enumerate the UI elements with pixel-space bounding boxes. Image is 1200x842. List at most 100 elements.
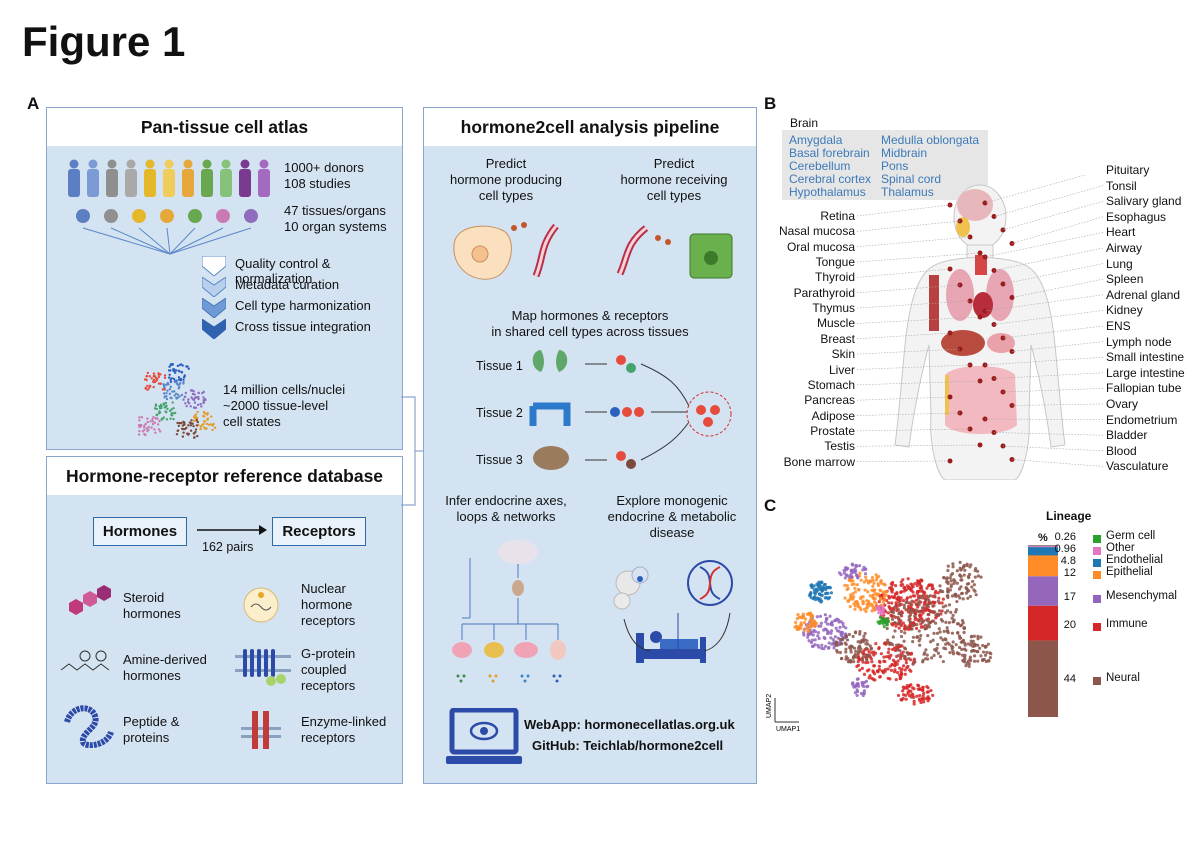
github-link[interactable]: GitHub: Teichlab/hormone2cell: [532, 738, 724, 753]
tissue-label-esophagus: Esophagus: [1106, 209, 1167, 224]
tissue-label-liver: Liver: [828, 362, 855, 377]
map-text-1: Map hormones & receptors: [511, 308, 669, 323]
predict-receiving-1: Predict: [653, 156, 695, 171]
explore-text-3: disease: [649, 525, 695, 540]
brain-regions-box: Amygdala Basal forebrain Cerebellum Cere…: [782, 130, 988, 200]
gpcr-label: G-protein coupled receptors: [301, 646, 355, 694]
lineage-value-label: 20: [1063, 619, 1076, 631]
explore-text-2: endocrine & metabolic: [607, 509, 737, 524]
tissue-label-skin: Skin: [831, 347, 855, 362]
nuclear-label-2: hormone: [301, 597, 353, 612]
peptide-icon: [64, 705, 114, 748]
step-chevron-2: [202, 277, 226, 297]
webapp-link[interactable]: WebApp: hormonecellatlas.org.uk: [524, 717, 735, 732]
database-box: Hormone-receptor reference database Horm…: [46, 456, 403, 784]
lineage-legend-label: Endothelial: [1106, 554, 1163, 566]
converging-lines: [82, 227, 252, 255]
tissue-2-label: Tissue 2: [476, 406, 523, 420]
lineage-swatch: [1093, 623, 1101, 631]
tissue-label-muscle: Muscle: [816, 316, 855, 331]
nuclear-label: Nuclear hormone receptors: [301, 581, 355, 629]
brain-region: Spinal cord: [881, 172, 942, 186]
umap-y-label: UMAP2: [766, 694, 773, 718]
receptors-pill: Receptors: [272, 517, 366, 546]
lineage-segment-epithelial: [1028, 555, 1058, 577]
lineage-value-label: 44: [1063, 673, 1076, 685]
database-title: Hormone-receptor reference database: [47, 457, 402, 495]
brain-region: Cerebral cortex: [789, 172, 872, 186]
tissue-label-salivary-gland: Salivary gland: [1106, 194, 1182, 209]
explore-text: Explore monogenic endocrine & metabolic …: [590, 493, 754, 541]
tissue-3-label: Tissue 3: [476, 453, 523, 467]
tissue-label-oral-mucosa: Oral mucosa: [786, 239, 855, 254]
tissue-label-adrenal-gland: Adrenal gland: [1106, 287, 1181, 302]
enzyme-label-1: Enzyme-linked: [301, 714, 387, 729]
tissue-label-testis: Testis: [824, 439, 855, 454]
lineage-swatch: [1093, 535, 1101, 543]
predict-receiving-3: cell types: [646, 188, 702, 203]
lineage-legend-label: Immune: [1106, 618, 1148, 630]
donor-stats: 1000+ donors 108 studies: [284, 160, 364, 192]
tissue-label-pituitary: Pituitary: [1106, 163, 1150, 177]
brain-region: Thalamus: [881, 185, 934, 199]
brain-region: Amygdala: [789, 133, 843, 147]
stat-states-2: cell states: [223, 414, 281, 429]
brain-region: Medulla oblongata: [881, 133, 980, 147]
lineage-legend-label: Epithelial: [1106, 566, 1153, 578]
amine-label: Amine-derived hormones: [123, 652, 207, 684]
tissue-label-ovary: Ovary: [1106, 397, 1139, 411]
organ-icons: [76, 209, 258, 223]
steroid-icon: [69, 585, 111, 615]
hormones-pill: Hormones: [93, 517, 187, 546]
stat-cells: 14 million cells/nuclei: [223, 382, 346, 397]
tissue-label-nasal-mucosa: Nasal mucosa: [778, 224, 855, 239]
umap-x-label: UMAP1: [776, 726, 800, 733]
tissue-mapping-graphic: [529, 350, 732, 470]
peptide-label: Peptide & proteins: [123, 714, 179, 746]
stat-studies: 108 studies: [284, 176, 351, 191]
laptop-icon: [446, 708, 522, 764]
lineage-swatch: [1093, 677, 1101, 685]
tissue-label-parathyroid: Parathyroid: [793, 285, 855, 300]
tissue-label-fallopian-tube: Fallopian tube: [1106, 381, 1182, 396]
lineage-value-label: 17: [1063, 591, 1076, 603]
lineage-segment-germ-cell: [1028, 545, 1058, 546]
pairs-count: 162 pairs: [202, 540, 254, 554]
lineage-legend-label: Mesenchymal: [1106, 590, 1177, 602]
tissue-label-bladder: Bladder: [1106, 428, 1148, 443]
mini-umap-icon: [137, 362, 217, 439]
gpcr-label-2: coupled: [301, 662, 347, 677]
stat-tissues: 47 tissues/organs: [284, 203, 386, 218]
predict-receiving: Predict hormone receiving cell types: [594, 156, 754, 204]
stat-states-1: ~2000 tissue-level: [223, 398, 329, 413]
lineage-segment-immune: [1028, 605, 1058, 641]
lineage-ylabel: %: [1038, 532, 1048, 544]
tissue-label-stomach: Stomach: [807, 377, 855, 392]
producing-cell-icon: [453, 222, 559, 280]
step-chevron-4: [202, 319, 226, 339]
lineage-swatch: [1093, 595, 1101, 603]
atlas-box: Pan-tissue cell atlas 1000+ donors 108 s…: [46, 107, 403, 450]
enzyme-receptor-icon: [241, 711, 281, 749]
receiving-cell-icon: [616, 225, 733, 279]
lineage-segment-mesenchymal: [1028, 576, 1058, 606]
brain-region: Cerebellum: [789, 159, 851, 173]
gpcr-label-1: G-protein: [301, 646, 356, 661]
lineage-stacked-bar: [1028, 545, 1058, 717]
atlas-title: Pan-tissue cell atlas: [47, 108, 402, 146]
stat-donors: 1000+ donors: [284, 160, 364, 175]
steroid-label-2: hormones: [123, 606, 181, 621]
pairs-arrow-icon: [197, 525, 267, 535]
explore-text-1: Explore monogenic: [616, 493, 728, 508]
tissue-label-spleen: Spleen: [1106, 272, 1144, 287]
gpcr-icon: [235, 649, 291, 686]
endocrine-axes-icon: [452, 540, 566, 683]
stat-organ-systems: 10 organ systems: [284, 219, 387, 234]
amine-icon: [60, 650, 110, 671]
lineage-legend-label: Neural: [1106, 672, 1140, 684]
disease-icon: [613, 560, 733, 663]
amine-label-2: hormones: [123, 668, 181, 683]
tissue-label-retina: Retina: [820, 209, 855, 223]
tissue-label-bone-marrow: Bone marrow: [783, 454, 855, 469]
lineage-swatch: [1093, 571, 1101, 579]
